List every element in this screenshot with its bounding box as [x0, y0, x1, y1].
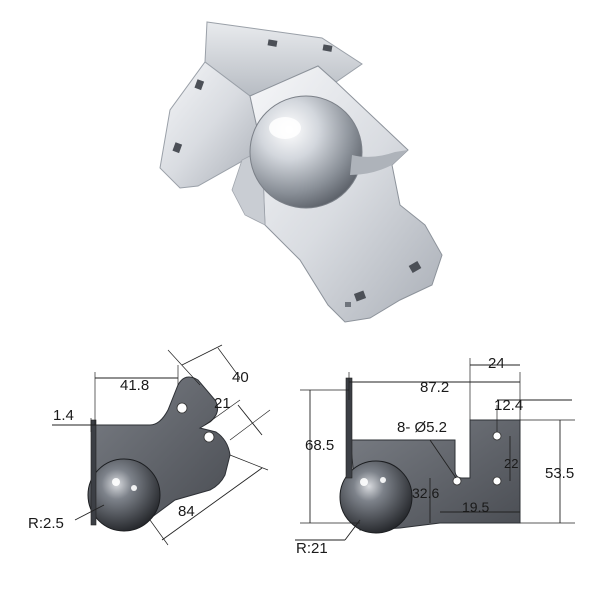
dim-68-5: 68.5: [305, 437, 334, 454]
left-view: 41.8 40 21 1.4 84 R:2.5: [28, 344, 271, 546]
dim-1-4: 1.4: [53, 407, 74, 424]
dim-87-2: 87.2: [420, 379, 449, 396]
dim-r-21: R:21: [296, 540, 328, 557]
dim-24: 24: [488, 355, 505, 372]
dim-r-2-5: R:2.5: [28, 515, 64, 532]
right-view: 87.2 24 12.4 8- Ø5.2 68.5 22 53.5 32.6 1…: [295, 355, 575, 557]
dim-40: 40: [232, 369, 249, 386]
dim-19-5: 19.5: [462, 499, 489, 515]
dim-84: 84: [178, 503, 195, 520]
dim-holes: 8- Ø5.2: [397, 419, 447, 436]
ball-corner-bracket-icon: [159, 21, 443, 323]
dim-12-4: 12.4: [494, 397, 523, 414]
dim-21: 21: [214, 395, 231, 412]
dim-22: 22: [504, 456, 518, 471]
dim-53-5: 53.5: [545, 465, 574, 482]
dim-41-8: 41.8: [120, 377, 149, 394]
dim-32-6: 32.6: [412, 485, 439, 501]
